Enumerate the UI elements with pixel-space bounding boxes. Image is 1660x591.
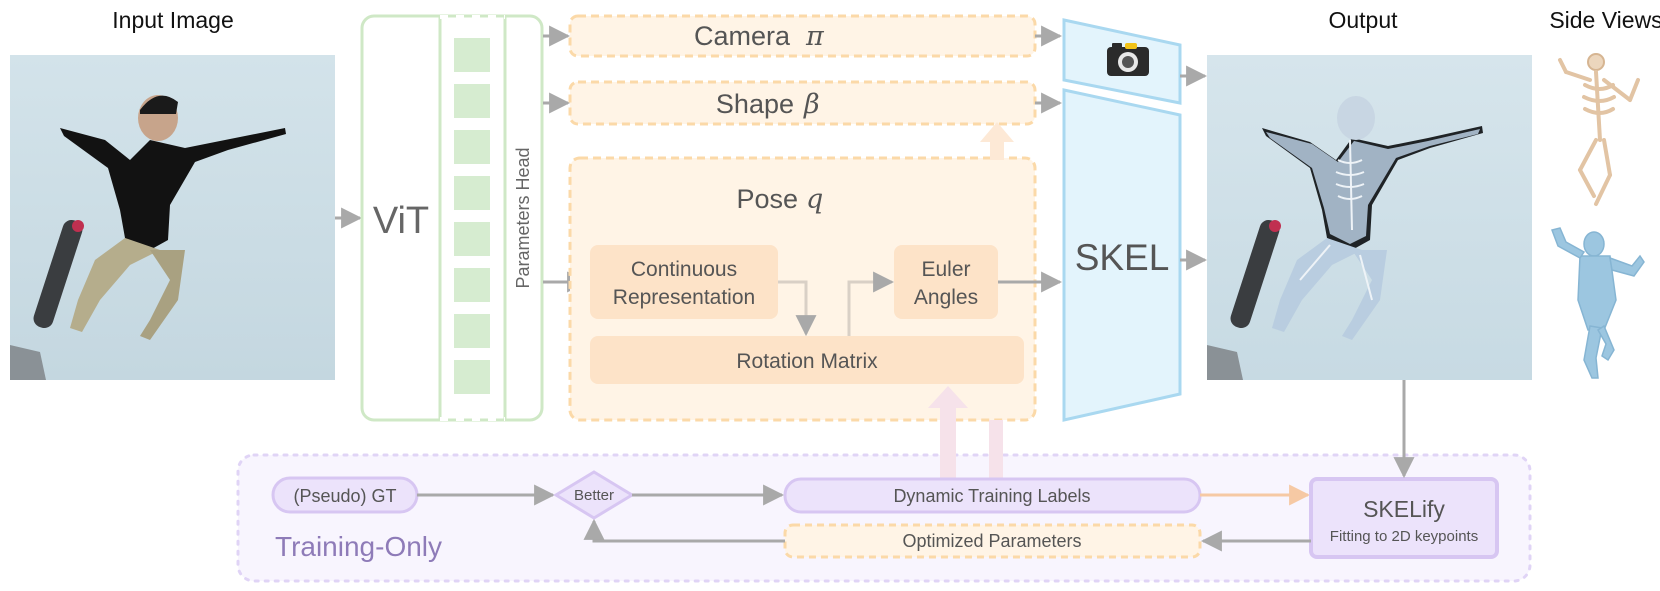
pale-arrow-pose-shape (980, 122, 1014, 160)
continuous-line1: Continuous (631, 258, 737, 281)
parameters-head-label: Parameters Head (513, 147, 533, 288)
arrow-rotation-euler (847, 271, 895, 336)
token (454, 222, 490, 256)
euler-line1: Euler (921, 258, 970, 281)
vit-label: ViT (373, 200, 429, 242)
token (454, 176, 490, 210)
token (454, 130, 490, 164)
dynamic-labels-label: Dynamic Training Labels (893, 486, 1090, 506)
arrow-optimized-better (583, 518, 785, 543)
skel-block (1062, 88, 1182, 422)
training-only-label: Training-Only (275, 531, 442, 562)
shape-symbol: β (803, 89, 820, 120)
arrow-continuous-rotation (778, 280, 817, 337)
euler-angles-box (894, 245, 998, 319)
skelify-label: SKELify (1363, 496, 1445, 522)
pale-arrow-training-pose (928, 386, 968, 478)
output-photo (1207, 55, 1532, 380)
camera-symbol: π (805, 21, 825, 52)
camera-icon (1107, 43, 1149, 76)
optimized-params-box (783, 523, 1202, 559)
output-header: Output (1328, 7, 1398, 33)
token (454, 314, 490, 348)
skel-label: SKEL (1075, 237, 1170, 278)
rotation-matrix-label: Rotation Matrix (736, 350, 878, 373)
token (454, 360, 490, 394)
token (454, 38, 490, 72)
input-image-header: Input Image (112, 7, 233, 33)
shape-box (568, 80, 1037, 126)
rotation-matrix-box (590, 336, 1024, 384)
optimized-params-label: Optimized Parameters (902, 531, 1081, 551)
continuous-line2: Representation (613, 286, 755, 309)
token (454, 84, 490, 118)
euler-line2: Angles (914, 286, 978, 309)
camera-label: Camera (694, 21, 791, 51)
better-label: Better (574, 487, 614, 504)
better-diamond (553, 470, 635, 520)
pose-symbol: q (806, 184, 823, 215)
continuous-representation-box (590, 245, 778, 319)
skelify-box (1309, 477, 1499, 559)
mesh-side-view (1551, 227, 1645, 379)
shape-label: Shape (716, 89, 794, 119)
camera-box (568, 14, 1037, 58)
skeleton-side-view (1558, 53, 1640, 206)
pseudo-gt-label: (Pseudo) GT (293, 486, 396, 506)
side-views-header: Side Views (1549, 7, 1660, 33)
pose-label: Pose (736, 184, 798, 214)
skelify-subtitle: Fitting to 2D keypoints (1330, 528, 1478, 545)
token (454, 268, 490, 302)
pale-bar-training-pose (989, 420, 1003, 480)
vit-encoder (360, 14, 544, 422)
token-column (454, 38, 490, 394)
input-photo (10, 55, 335, 380)
